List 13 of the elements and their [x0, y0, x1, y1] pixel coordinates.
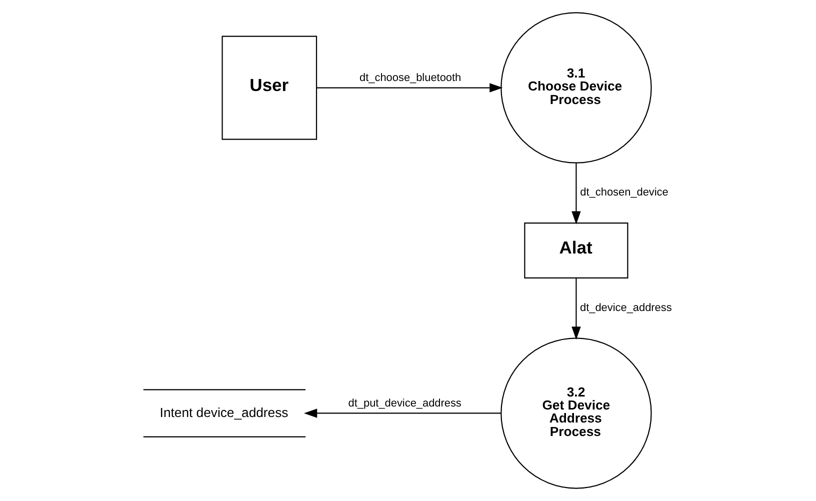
edge-label: dt_choose_bluetooth — [360, 72, 462, 84]
node-circle: 3.1 Choose Device Process — [500, 12, 652, 164]
arrow — [572, 163, 581, 224]
node-box: User — [222, 36, 318, 140]
node-box: Alat — [524, 222, 628, 278]
arrow — [316, 83, 503, 92]
edge-label: dt_put_device_address — [348, 398, 462, 410]
edge-label: dt_chosen_device — [580, 186, 668, 199]
node-text: Intent device_address — [160, 405, 288, 420]
node-circle: 3.2 Get Device Address Process — [500, 338, 652, 489]
arrow — [572, 278, 581, 340]
arrow — [304, 408, 501, 418]
edge-label: dt_device_address — [580, 302, 672, 314]
